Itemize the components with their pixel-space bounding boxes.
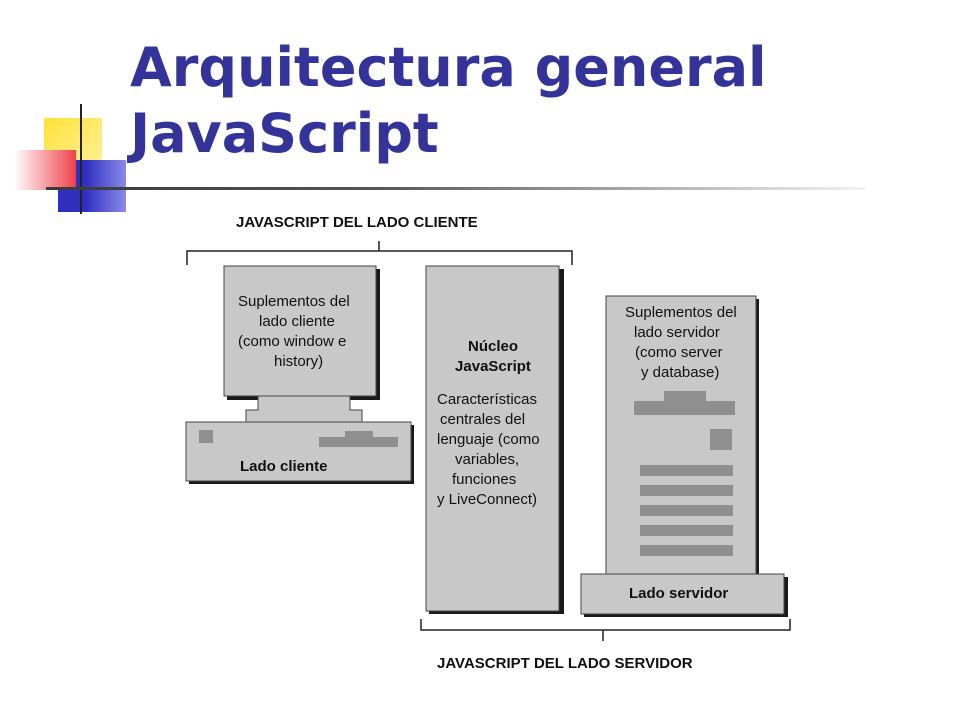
core-text-line: Características xyxy=(437,391,538,408)
core-text: Características centrales del lenguaje (… xyxy=(437,390,559,510)
client-base-slot xyxy=(319,437,398,447)
client-label: Lado cliente xyxy=(240,458,328,475)
server-bracket xyxy=(420,619,791,641)
server-supplements-line: (como server xyxy=(635,344,723,361)
slide-title-line2: JavaScript xyxy=(130,102,439,165)
server-vent-1 xyxy=(640,465,733,476)
server-label: Lado servidor xyxy=(629,585,729,602)
title-underline xyxy=(46,187,866,190)
server-drive xyxy=(634,401,735,415)
server-vent-5 xyxy=(640,545,733,556)
decor-vertical-line xyxy=(80,104,82,214)
client-supplements-line: Suplementos del xyxy=(238,293,350,310)
core-text-line: funciones xyxy=(452,471,517,488)
core-box xyxy=(425,265,560,612)
server-supplements-line: y database) xyxy=(641,364,720,381)
core-text-line: lenguaje (como xyxy=(437,431,540,448)
server-light xyxy=(710,429,732,450)
client-supplements-text: Suplementos del lado cliente (como windo… xyxy=(236,292,376,372)
slide-title-line1: Arquitectura general xyxy=(130,36,767,99)
server-supplements-line: lado servidor xyxy=(634,324,720,341)
client-base xyxy=(185,421,412,482)
client-bracket-label: JAVASCRIPT DEL LADO CLIENTE xyxy=(236,214,478,231)
server-supplements-line: Suplementos del xyxy=(625,304,737,321)
client-supplements-line: lado cliente xyxy=(259,313,335,330)
server-vent-2 xyxy=(640,485,733,496)
core-title: Núcleo JavaScript xyxy=(428,337,558,377)
client-monitor-neck xyxy=(245,395,363,423)
server-supplements-text: Suplementos del lado servidor (como serv… xyxy=(623,303,756,383)
server-vent-4 xyxy=(640,525,733,536)
client-base-slot-top xyxy=(345,431,373,439)
core-text-line: y LiveConnect) xyxy=(437,491,538,508)
server-bracket-label: JAVASCRIPT DEL LADO SERVIDOR xyxy=(437,655,693,672)
decor-red-square xyxy=(14,150,76,190)
server-drive-top xyxy=(664,391,706,401)
core-title-line: Núcleo xyxy=(467,338,518,355)
server-base xyxy=(580,573,785,615)
core-text-line: variables, xyxy=(455,451,520,468)
server-vent-3 xyxy=(640,505,733,516)
client-base-button xyxy=(199,430,213,443)
core-title-line: JavaScript xyxy=(455,358,531,375)
core-text-line: centrales del xyxy=(440,411,526,428)
client-supplements-line: history) xyxy=(274,353,324,370)
client-supplements-line: (como window e xyxy=(238,333,347,350)
client-bracket xyxy=(186,241,573,265)
